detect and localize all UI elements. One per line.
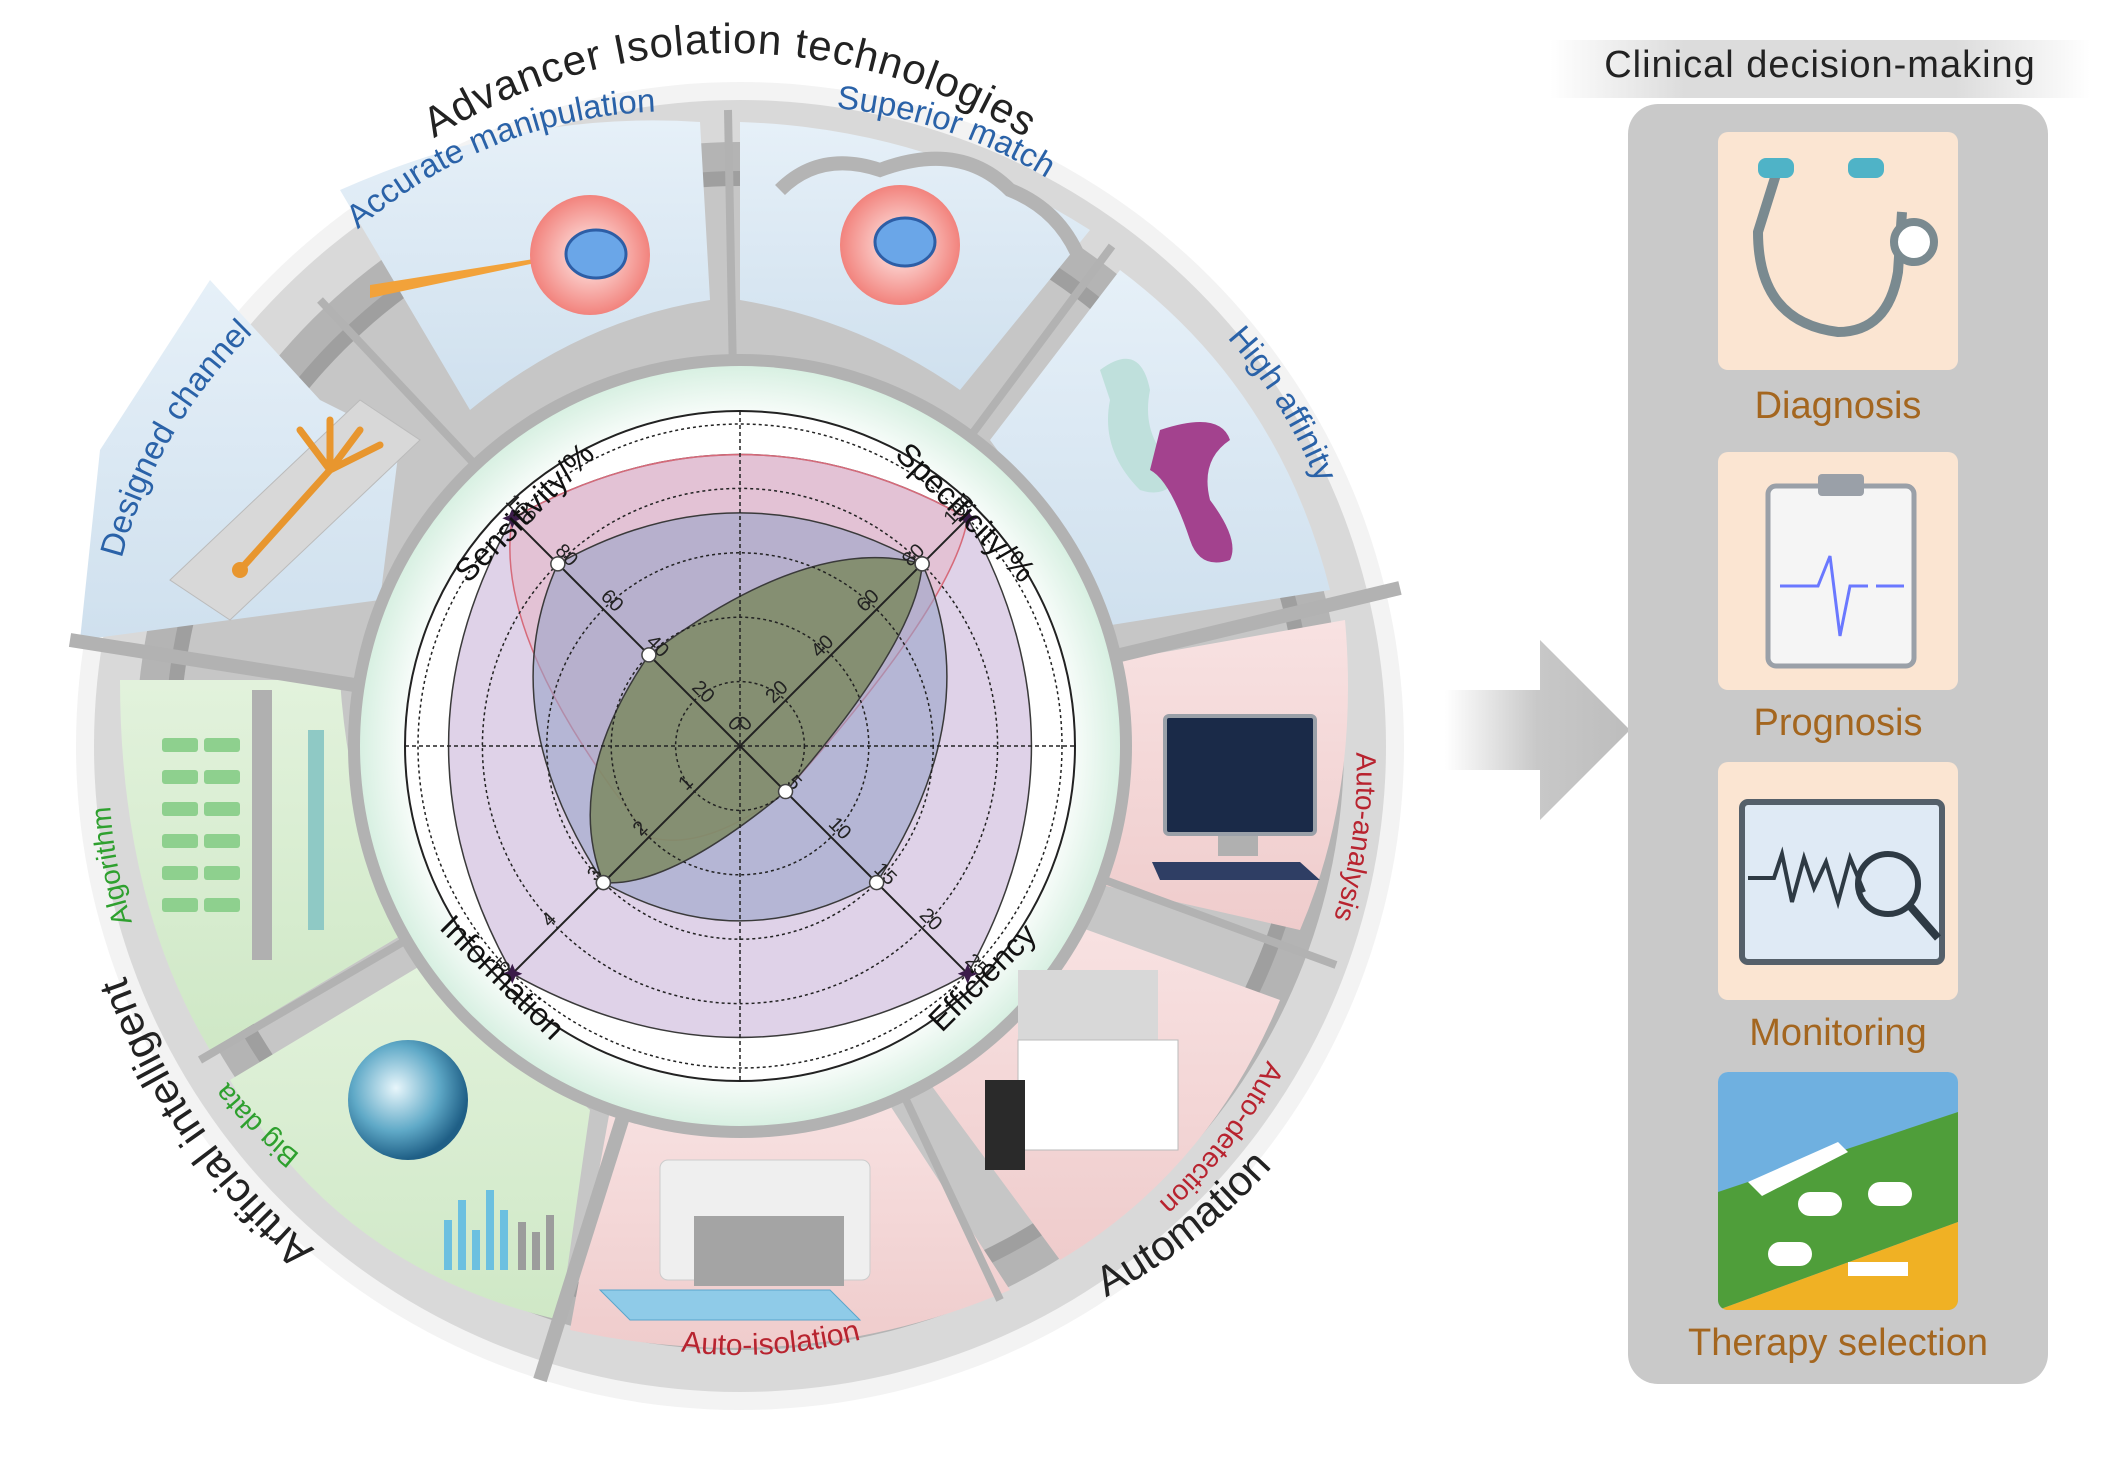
stethoscope-icon: [1752, 158, 1938, 338]
radar-marker-star: [957, 963, 978, 984]
card-label-monitoring: Monitoring: [1749, 1012, 1927, 1054]
card-prognosis: [1718, 452, 1958, 690]
card-label-prognosis: Prognosis: [1753, 702, 1923, 744]
card-label-diagnosis: Diagnosis: [1754, 385, 1922, 427]
segment-designed-channel: [80, 280, 400, 640]
scalpel-pills-syringe-icon: [1718, 1072, 1958, 1310]
microchannel-chip-illustration: [169, 399, 421, 621]
radar-marker-star: [957, 508, 978, 529]
radar-marker-point: [868, 874, 885, 891]
radar-marker-star: [502, 963, 523, 984]
isolation-instrument-illustration: [598, 1159, 871, 1321]
card-monitoring: [1718, 762, 1958, 1000]
radar-axis-efficiency: [739, 745, 969, 975]
radar-marker-point: [595, 874, 612, 891]
segment-accurate-manipulation: [340, 120, 710, 410]
radar-grid-ring: [417, 423, 1063, 1069]
panel-title-bar: [1550, 40, 2090, 98]
radar-shape-4: [589, 556, 923, 884]
radar-axis-sensitivity: [511, 517, 741, 747]
card-label-therapy: Therapy selection: [1688, 1322, 1988, 1364]
radar-axis-information: [511, 745, 741, 975]
radar-axis-specificity: [739, 517, 969, 747]
cell-laser-illustration: [370, 195, 650, 315]
detection-instrument-illustration: [985, 970, 1179, 1170]
card-therapy: [1718, 1072, 1958, 1310]
radar-marker-point: [914, 556, 930, 572]
card-diagnosis: [1718, 132, 1958, 370]
cell-match-illustration: [775, 151, 1087, 305]
globe-data-illustration: [348, 1040, 554, 1270]
radar-marker-point: [641, 647, 657, 663]
computer-illustration: [1152, 714, 1320, 880]
radar-marker-point: [777, 783, 794, 800]
radar-marker-point: [550, 556, 566, 572]
flow-arrow-icon: [1445, 640, 1630, 820]
radar-marker-star: [502, 508, 523, 529]
panel-title: Clinical decision-making: [1604, 44, 2036, 86]
antibody-binding-illustration: [1100, 358, 1233, 563]
monitor-magnifier-icon: [1739, 799, 1945, 965]
neural-network-illustration: [162, 690, 324, 960]
clipboard-ecg-icon: [1765, 474, 1917, 669]
